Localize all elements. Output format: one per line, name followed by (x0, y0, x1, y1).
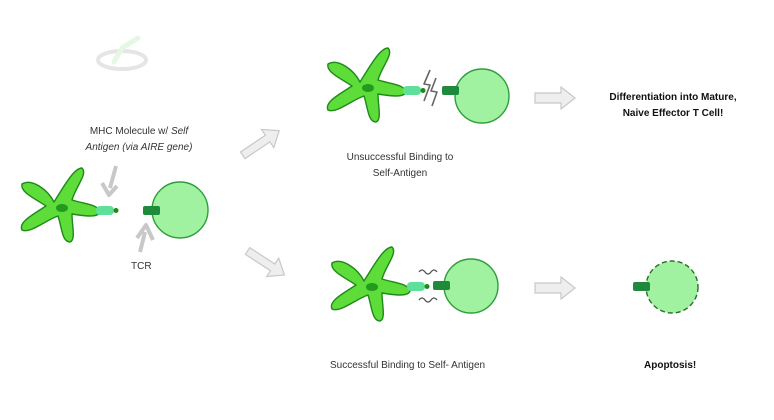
differentiation-label: Differentiation into Mature, Naive Effec… (609, 92, 737, 119)
mhc-pointer-arrow (100, 165, 119, 197)
binding-wave-icon (418, 269, 438, 275)
t-cell-apoptotic (645, 260, 699, 314)
self-antigen-successful (424, 284, 430, 289)
arrow-to-successful (244, 246, 286, 278)
dendritic-cell-initial (20, 167, 101, 243)
binding-wave-icon (418, 297, 438, 303)
arrow-to-apoptosis (534, 275, 576, 301)
t-cell-unsuccessful (454, 68, 510, 124)
unsuccessful-binding-label: Unsuccessful Binding to Self-Antigen (346, 152, 454, 179)
faint-ring-icon (96, 35, 148, 71)
successful-binding-label: Successful Binding to Self- Antigen (330, 360, 486, 371)
arrow-to-differentiation (534, 85, 576, 111)
mhc-molecule-label: MHC Molecule w/ Self Antigen (via AIRE g… (85, 126, 193, 153)
tcr-label: TCR (131, 261, 152, 272)
dendritic-cell-successful (330, 246, 411, 322)
apoptosis-label: Apoptosis! (644, 360, 697, 371)
tcr-receptor-successful (433, 281, 450, 290)
tcr-receptor-initial (143, 206, 160, 215)
mhc-molecule-unsuccessful (403, 86, 421, 95)
self-antigen-initial (113, 208, 119, 213)
tcr-receptor-apoptotic (633, 282, 650, 291)
mhc-molecule-successful (407, 282, 425, 291)
self-antigen-unsuccessful (420, 88, 426, 93)
tcr-pointer-arrow (135, 223, 155, 253)
t-cell-initial (151, 181, 209, 239)
lightning-bolt-icon (430, 77, 438, 107)
dendritic-cell-unsuccessful (326, 47, 407, 123)
tcr-receptor-unsuccessful (442, 86, 459, 95)
t-cell-successful (443, 258, 499, 314)
mhc-molecule-initial (96, 206, 114, 215)
arrow-to-unsuccessful (239, 128, 281, 160)
lightning-bolt-icon (423, 69, 431, 102)
